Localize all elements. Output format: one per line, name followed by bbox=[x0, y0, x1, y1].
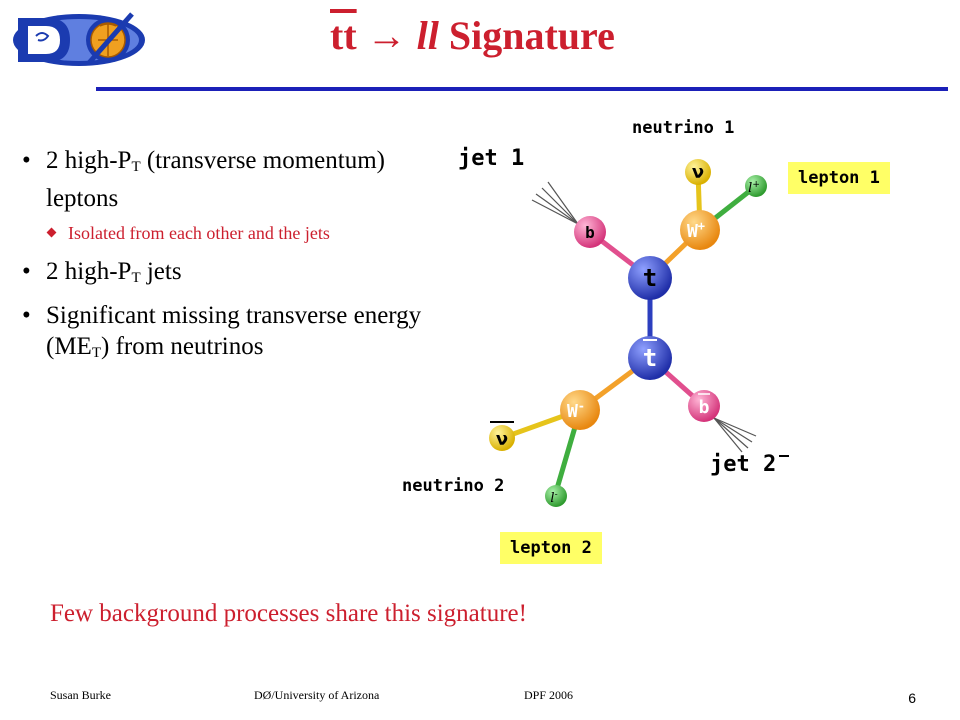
lepton1-box: lepton 1 bbox=[788, 162, 890, 194]
bullet-met: Significant missing transverse energy (M… bbox=[22, 300, 442, 369]
conclusion-message: Few background processes share this sign… bbox=[50, 600, 527, 627]
bullet-jets: 2 high-PT jets bbox=[22, 256, 442, 294]
sub-bullet-isolated: Isolated from each other and the jets bbox=[22, 220, 442, 246]
title-ll: ll bbox=[416, 13, 439, 58]
neutrino1-label: neutrino 1 bbox=[632, 118, 735, 138]
title-rule bbox=[96, 87, 948, 91]
wminus-label: W- bbox=[567, 399, 585, 422]
title-tt: tt bbox=[330, 13, 357, 58]
neutrino2-label: neutrino 2 bbox=[402, 476, 505, 496]
bbar-label: b bbox=[699, 397, 710, 418]
antitop-quark-node bbox=[628, 336, 672, 380]
bbar-quark-node bbox=[688, 390, 720, 422]
footer-conference: DPF 2006 bbox=[524, 688, 574, 702]
antineutrino-node bbox=[489, 425, 515, 451]
nubar-label: ν bbox=[496, 429, 508, 450]
title-arrow: → bbox=[356, 13, 417, 58]
decay-diagram: t t b b W+ W- ν ν l+ l- jet 1 jet 2 neut… bbox=[380, 100, 960, 580]
w-minus-node bbox=[560, 390, 600, 430]
footer-author: Susan Burke bbox=[50, 688, 111, 702]
lepton-plus-node bbox=[745, 175, 767, 197]
b-quark-node bbox=[574, 216, 606, 248]
neutrino-node bbox=[685, 159, 711, 185]
b-label: b bbox=[585, 223, 595, 242]
jet1-spray bbox=[531, 181, 579, 225]
bullet-leptons: 2 high-PT (transverse momentum) leptons bbox=[22, 145, 442, 214]
w-plus-node bbox=[680, 210, 720, 250]
antitop-label: t bbox=[643, 344, 657, 372]
jet1-label: jet 1 bbox=[458, 146, 525, 171]
lplus-label: l+ bbox=[748, 180, 760, 196]
lminus-label: l- bbox=[550, 490, 557, 506]
title-rest: Signature bbox=[438, 13, 615, 58]
jet2-label: jet 2 bbox=[710, 452, 777, 477]
jet2-bbar-mark bbox=[779, 455, 789, 457]
slide-title: tt → ll Signature bbox=[330, 12, 615, 59]
top-quark-node bbox=[628, 256, 672, 300]
lepton-minus-node bbox=[545, 485, 567, 507]
page-number: 6 bbox=[908, 690, 916, 706]
bullet-list: 2 high-PT (transverse momentum) leptons … bbox=[22, 145, 442, 375]
lepton2-box: lepton 2 bbox=[500, 532, 602, 564]
wplus-label: W+ bbox=[687, 219, 705, 242]
top-label: t bbox=[643, 264, 657, 292]
d0-logo bbox=[13, 12, 145, 66]
nu-label: ν bbox=[692, 162, 704, 183]
jet2-spray bbox=[713, 417, 757, 453]
footer-affiliation: DØ/University of Arizona bbox=[254, 688, 380, 702]
